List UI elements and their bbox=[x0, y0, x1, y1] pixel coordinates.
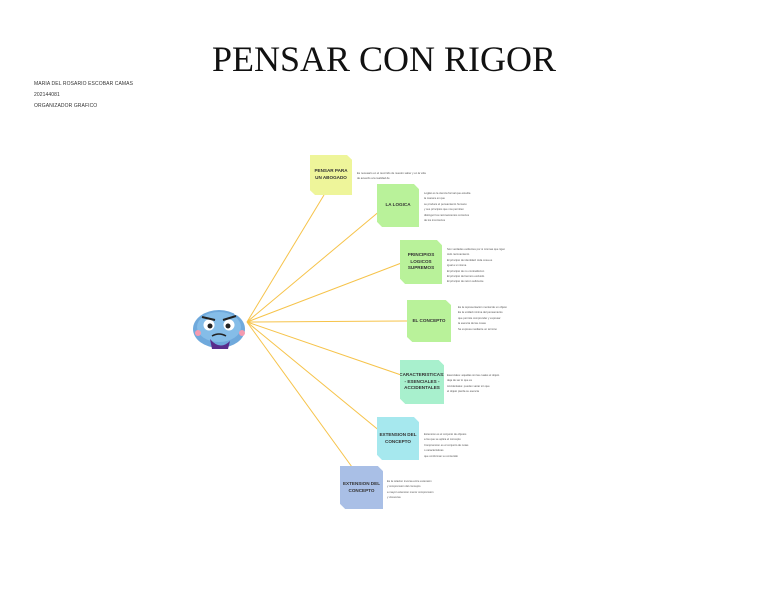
connector-line bbox=[246, 321, 382, 433]
node-label: LA LOGICA bbox=[385, 202, 411, 208]
node-notes: Es la representacion mental de un objeto… bbox=[458, 306, 507, 331]
node-label: CARACTERISTICAS: - ESENCIALES - ACCIDENT… bbox=[399, 372, 445, 391]
blue-monster-character-icon bbox=[190, 303, 248, 351]
connector-line bbox=[246, 321, 353, 468]
connector-line bbox=[246, 320, 408, 323]
connector-line bbox=[246, 209, 382, 323]
node-notes: Es necesario en el recorrido de nuestro … bbox=[357, 172, 426, 181]
node-notes: Esenciales: aquellas sin las cuales el o… bbox=[447, 374, 500, 394]
page-title: PENSAR CON RIGOR bbox=[211, 39, 557, 79]
connector-line bbox=[246, 261, 405, 323]
node-extension-concepto-1: EXTENSION DEL CONCEPTO bbox=[377, 417, 419, 460]
node-label: EXTENSION DEL CONCEPTO bbox=[342, 480, 380, 493]
node-notes: Son verdades evidentes por si mismas que… bbox=[447, 248, 506, 284]
document-type: ORGANIZADOR GRAFICO bbox=[34, 103, 98, 109]
node-label: PENSAR PARA UN ABOGADO bbox=[314, 168, 348, 180]
node-label: PRINCIPIOS LOGICOS SUPREMOS bbox=[407, 252, 435, 271]
node-extension-concepto-2: EXTENSION DEL CONCEPTO bbox=[340, 466, 383, 509]
student-code: 202144081 bbox=[34, 92, 60, 98]
node-label: EXTENSION DEL CONCEPTO bbox=[379, 431, 417, 444]
node-pensar-para-un-abogado: PENSAR PARA UN ABOGADO bbox=[310, 155, 352, 195]
connector-line bbox=[246, 194, 325, 323]
node-el-concepto: EL CONCEPTO bbox=[407, 300, 451, 342]
node-caracteristicas: CARACTERISTICAS: - ESENCIALES - ACCIDENT… bbox=[400, 360, 444, 404]
node-principios-logicos: PRINCIPIOS LOGICOS SUPREMOS bbox=[400, 240, 442, 284]
node-la-logica: LA LOGICA bbox=[377, 184, 419, 227]
node-label: EL CONCEPTO bbox=[412, 317, 446, 323]
connector-line bbox=[246, 321, 405, 377]
author-name: MARIA DEL ROSARIO ESCOBAR CAMAS bbox=[34, 81, 134, 87]
